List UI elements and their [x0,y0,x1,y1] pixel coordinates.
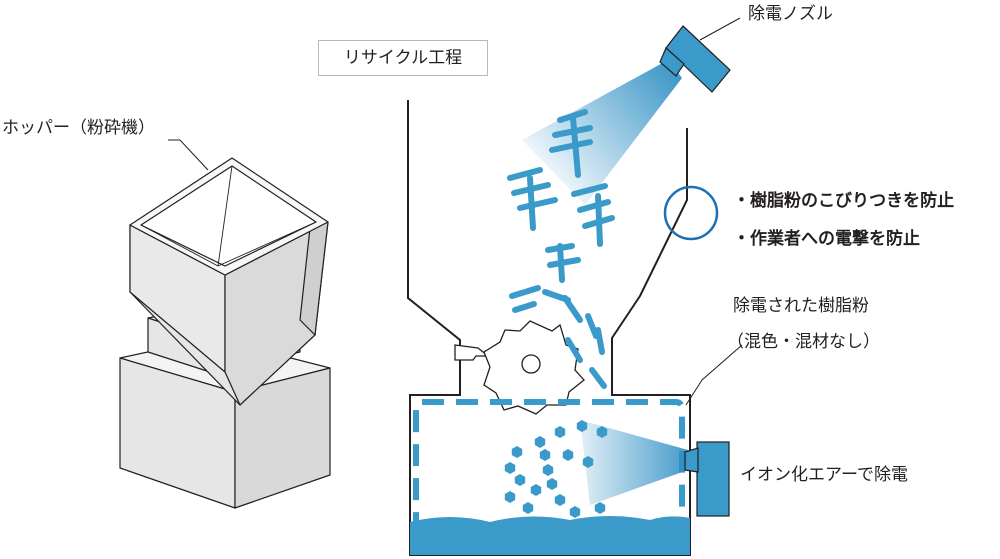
static-eliminator-nozzle-icon [659,17,741,93]
powder-label-1: 除電された樹脂粉 [733,296,869,316]
resin-particle [511,446,523,458]
resin-particle [504,462,516,474]
resin-chip [509,285,541,299]
resin-chip [562,295,583,323]
resin-particle [562,449,574,461]
resin-chip [507,167,543,181]
good-mark-circle-icon [663,185,719,241]
ionizer-blower-icon [684,441,730,517]
resin-particle [542,464,554,476]
resin-chip [549,139,593,153]
resin-chip [589,367,607,389]
resin-particle [504,491,516,503]
benefit-label-1: ・樹脂粉のこびりつきを防止 [733,191,955,211]
resin-particle [594,502,606,514]
powder-leader-line [685,344,743,406]
hopper-label: ホッパー（粉砕機） [2,118,155,138]
crusher-rotor-icon [454,320,585,415]
accumulated-resin-powder [410,516,690,555]
resin-chip [595,193,603,247]
benefit-label-2: ・作業者への電撃を防止 [733,229,920,249]
resin-particle [534,436,546,448]
resin-chip [517,197,558,211]
resin-chip [547,257,581,268]
resin-particles [504,420,608,518]
hopper-leader-line [168,139,209,171]
resin-particle [554,426,566,438]
resin-chip [571,183,608,197]
resin-particle [554,494,566,506]
resin-chip [595,327,605,355]
resin-particle [539,449,551,461]
resin-particle [522,502,534,514]
resin-particle [546,478,558,490]
resin-chip [512,301,537,313]
powder-label-2: （混色・混材なし） [727,332,880,352]
resin-particle [530,484,542,496]
resin-chip [557,243,565,283]
resin-particle [576,420,588,432]
resin-chip [577,199,611,213]
resin-particle [596,426,608,438]
process-stage-box: リサイクル工程 [318,40,488,76]
resin-chip [585,313,599,339]
resin-particle [569,506,581,518]
process-label: リサイクル工程 [343,47,463,68]
ionized-air-beam [580,420,688,505]
nozzle-air-beam [522,60,682,205]
resin-particle [514,474,526,486]
resin-chip [527,175,536,231]
nozzle-label: 除電ノズル [748,4,833,24]
resin-chip [570,115,581,178]
resin-particle [582,456,594,468]
falling-resin-chips [507,109,615,389]
ionizer-label: イオン化エアーで除電 [740,465,908,485]
resin-chip [565,337,583,363]
hopper-crusher-icon [119,157,331,509]
